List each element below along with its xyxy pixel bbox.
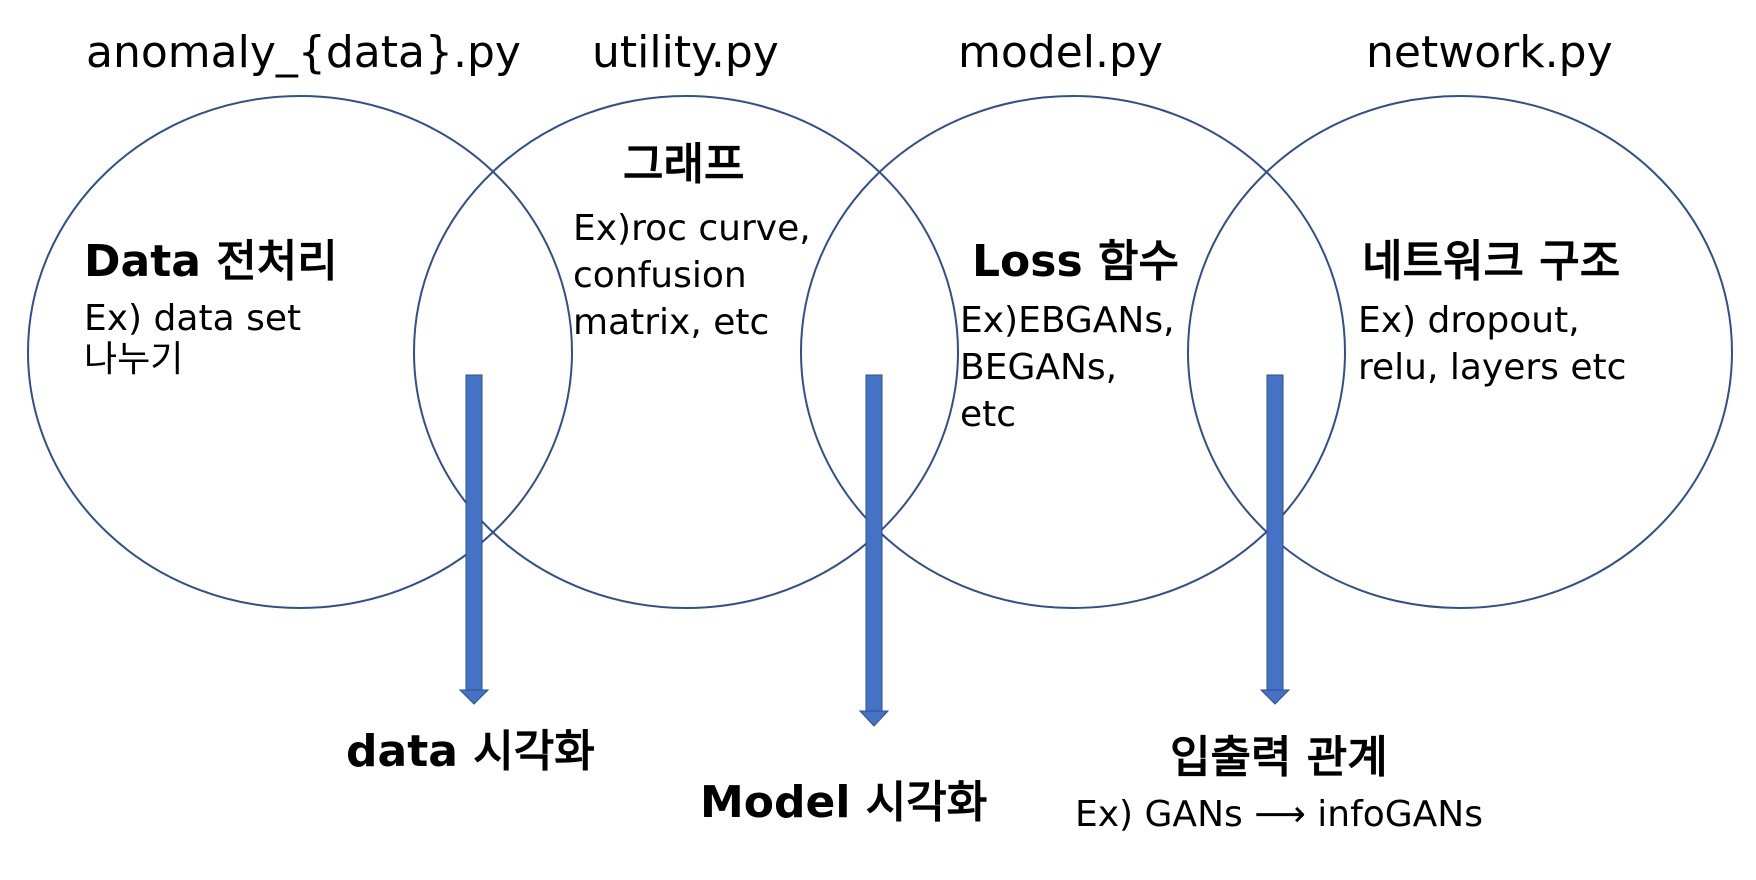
circle-model xyxy=(800,95,1346,609)
file-label-utility: utility.py xyxy=(592,27,779,78)
output-label-model-vis: Model 시각화 xyxy=(700,777,988,828)
region-desc-network: Ex) dropout, relu, layers etc xyxy=(1358,300,1627,388)
region-desc-loss: Ex)EBGANs, BEGANs, etc xyxy=(960,300,1175,435)
arrow-data-vis xyxy=(458,374,490,705)
region-title-data: Data 전처리 xyxy=(84,236,338,287)
output-label-data-vis: data 시각화 xyxy=(346,726,595,777)
circle-utility xyxy=(413,95,959,609)
circle-network xyxy=(1187,95,1733,609)
region-title-loss: Loss 함수 xyxy=(972,236,1179,287)
region-desc-graph: Ex)roc curve, confusion matrix, etc xyxy=(573,208,811,343)
arrow-io xyxy=(1259,374,1291,705)
region-desc-data: Ex) data set 나누기 xyxy=(84,298,302,381)
circle-anomaly xyxy=(27,95,573,609)
output-label-io-desc: Ex) GANs ⟶ infoGANs xyxy=(1075,794,1483,835)
file-label-model: model.py xyxy=(958,27,1163,78)
file-label-network: network.py xyxy=(1366,27,1613,78)
file-label-anomaly: anomaly_{data}.py xyxy=(86,27,521,78)
region-title-graph: 그래프 xyxy=(623,139,745,190)
region-title-network: 네트워크 구조 xyxy=(1362,236,1621,287)
arrow-model-vis xyxy=(858,374,890,727)
output-label-io-title: 입출력 관계 xyxy=(1170,732,1388,783)
